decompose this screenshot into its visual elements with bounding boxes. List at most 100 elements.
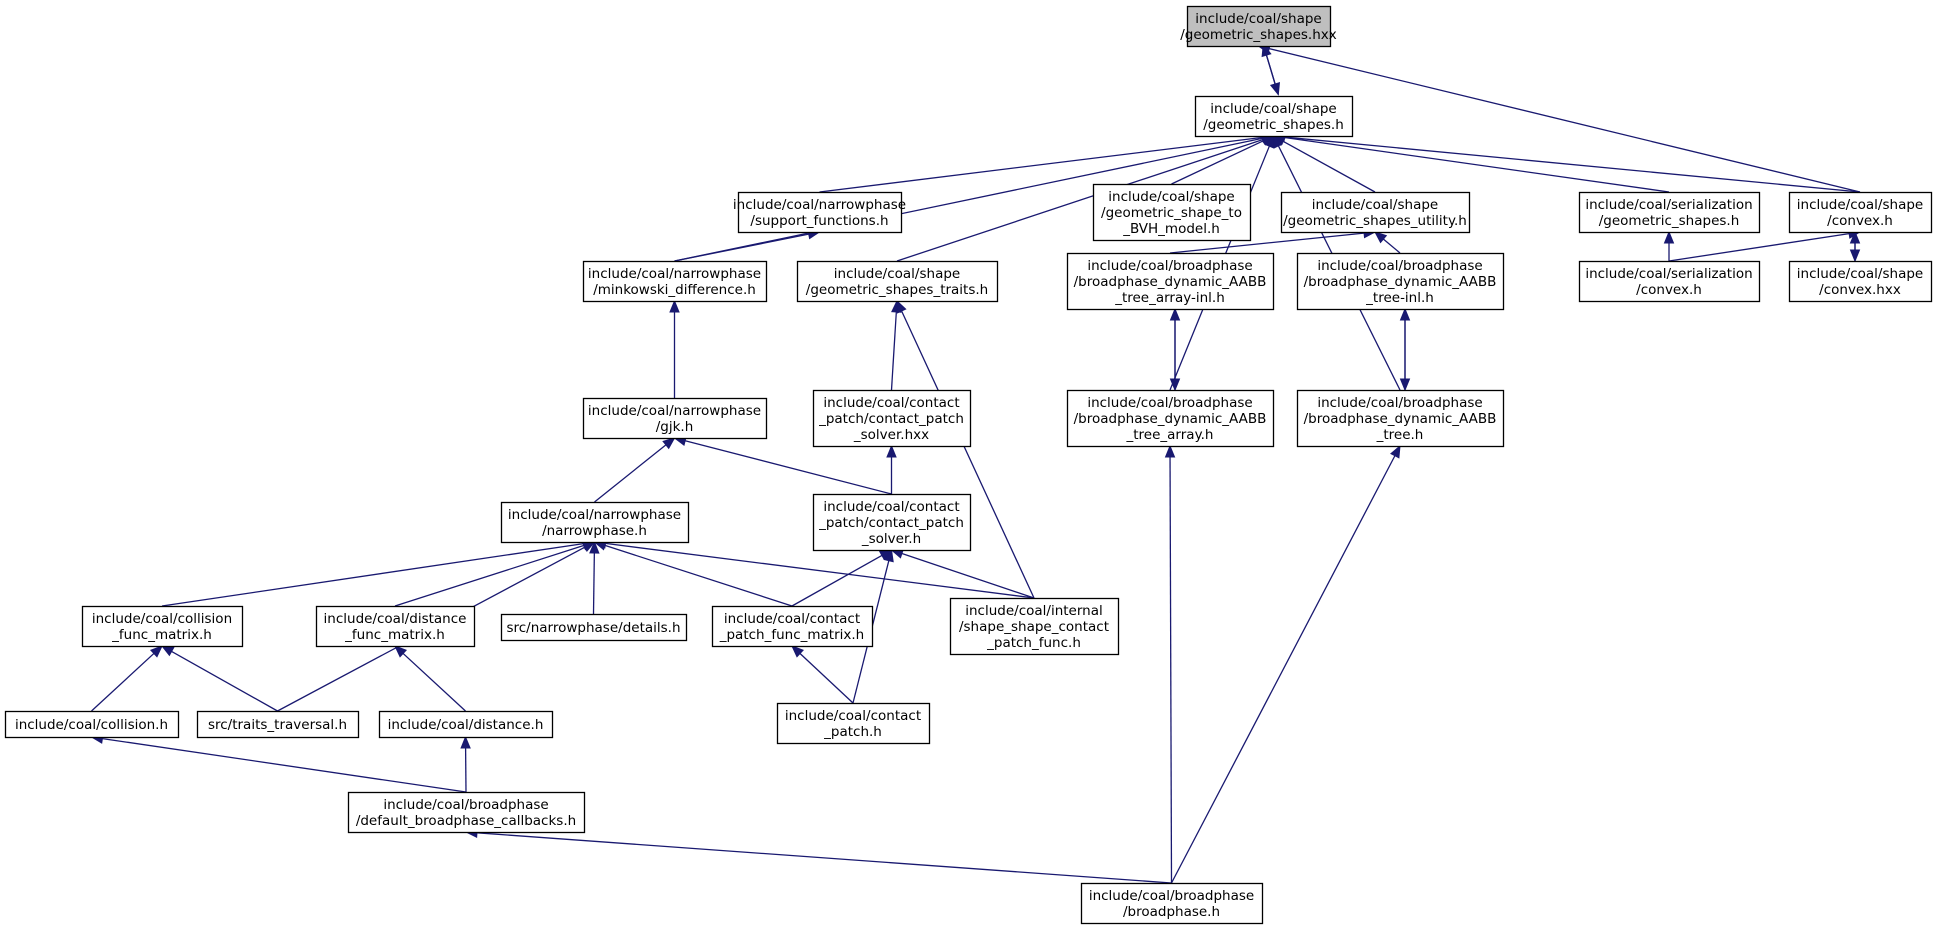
node-narrowphase-h[interactable]: include/coal/narrowphase/narrowphase.h — [500, 501, 690, 544]
node-label: include/coal/broadphase — [1087, 258, 1252, 274]
node-label: _BVH_model.h — [1122, 221, 1220, 237]
node-contact-patch-h[interactable]: include/coal/contact_patch.h — [776, 702, 931, 745]
arrow-head-icon — [886, 444, 897, 458]
arrow-head-icon — [160, 645, 175, 657]
node-label: /geometric_shapes.hxx — [1180, 27, 1337, 43]
edge-distance-func-matrix-h-to-narrowphase-h — [394, 540, 596, 607]
node-gjk-h[interactable]: include/coal/narrowphase/gjk.h — [582, 397, 768, 440]
arrow-head-icon — [1272, 134, 1284, 149]
edge-distance-h-to-distance-func-matrix-h — [394, 645, 466, 712]
node-label: /support_functions.h — [750, 213, 888, 229]
node-label: include/coal/narrowphase — [588, 403, 761, 419]
node-label: include/coal/contact — [823, 395, 959, 411]
node-label: _func_matrix.h — [344, 627, 445, 643]
node-label: include/coal/shape — [1195, 11, 1321, 27]
node-label: _solver.h — [861, 531, 921, 547]
node-label: include/coal/broadphase — [1089, 888, 1254, 904]
node-label: include/coal/shape — [834, 266, 960, 282]
node-box — [949, 597, 1120, 656]
node-label: /convex.h — [1827, 213, 1893, 229]
node-serialization-geometric-shapes-h[interactable]: include/coal/serialization/geometric_sha… — [1578, 191, 1761, 234]
edge-contact-patch-solver-hxx-to-geometric-shapes-traits-h — [890, 299, 902, 391]
node-geometric-shapes-traits-h[interactable]: include/coal/shape/geometric_shapes_trai… — [796, 260, 999, 303]
node-label: _solver.hxx — [853, 427, 929, 443]
node-label: include/coal/serialization — [1585, 266, 1752, 282]
node-convex-h[interactable]: include/coal/shape/convex.h — [1788, 191, 1933, 234]
arrow-head-icon — [669, 299, 680, 313]
edge-convex-h-to-convex-hxx — [1849, 232, 1861, 263]
node-box — [812, 389, 972, 448]
edge-narrowphase-h-to-gjk-h — [594, 437, 676, 503]
node-box — [1194, 95, 1354, 138]
edge-broadphase-h-to-broadphase-dynamic-aabb-tree-array-h — [1164, 444, 1176, 884]
node-label: /minkowski_difference.h — [593, 282, 756, 298]
node-geometric-shapes-hxx[interactable]: include/coal/shape/geometric_shapes.hxx — [1180, 5, 1337, 48]
node-distance-h[interactable]: include/coal/distance.h — [378, 710, 554, 739]
edge-shape-shape-contact-patch-func-h-to-contact-patch-solver-h — [890, 548, 1035, 599]
edge-details-h-to-narrowphase-h — [589, 540, 600, 615]
edge-collision-func-matrix-h-to-narrowphase-h — [161, 538, 596, 607]
node-broadphase-dynamic-aabb-tree-inl-h[interactable]: include/coal/broadphase/broadphase_dynam… — [1296, 252, 1505, 311]
node-contact-patch-solver-hxx[interactable]: include/coal/contact_patch/contact_patch… — [812, 389, 972, 448]
node-label: include/coal/internal — [965, 603, 1103, 619]
node-serialization-convex-h[interactable]: include/coal/serialization/convex.h — [1578, 260, 1761, 303]
node-minkowski-difference-h[interactable]: include/coal/narrowphase/minkowski_diffe… — [582, 260, 768, 303]
edge-broadphase-h-to-broadphase-dynamic-aabb-tree-h — [1170, 444, 1401, 884]
node-box — [812, 493, 972, 552]
arrow-head-icon — [149, 645, 163, 658]
node-box — [711, 605, 874, 648]
node-label: include/coal/shape — [1312, 197, 1438, 213]
node-label: _tree.h — [1376, 427, 1424, 443]
node-collision-h[interactable]: include/coal/collision.h — [4, 710, 180, 739]
edge-serialization-convex-h-to-convex-h — [1668, 228, 1862, 262]
node-label: _patch_func_matrix.h — [719, 627, 865, 643]
node-support-functions-h[interactable]: include/coal/narrowphase/support_functio… — [733, 191, 906, 234]
arrow-head-icon — [883, 548, 894, 563]
node-box — [1578, 191, 1761, 234]
node-geometric-shapes-h[interactable]: include/coal/shape/geometric_shapes.h — [1194, 95, 1354, 138]
node-contact-patch-solver-h[interactable]: include/coal/contact_patch/contact_patch… — [812, 493, 972, 552]
node-box — [500, 613, 688, 642]
node-distance-func-matrix-h[interactable]: include/coal/distance_func_matrix.h — [315, 605, 476, 648]
node-broadphase-dynamic-aabb-tree-array-h[interactable]: include/coal/broadphase/broadphase_dynam… — [1066, 389, 1275, 448]
node-geometric-shapes-utility-h[interactable]: include/coal/shape/geometric_shapes_util… — [1280, 191, 1471, 234]
node-shape-shape-contact-patch-func-h[interactable]: include/coal/internal/shape_shape_contac… — [949, 597, 1120, 656]
node-label: include/coal/broadphase — [383, 797, 548, 813]
node-collision-func-matrix-h[interactable]: include/coal/collision_func_matrix.h — [81, 605, 244, 648]
arrow-head-icon — [1169, 378, 1181, 392]
node-details-h[interactable]: src/narrowphase/details.h — [500, 613, 688, 642]
node-label: _patch/contact_patch — [818, 411, 964, 427]
arrow-head-icon — [662, 437, 676, 450]
node-traits-traversal-h[interactable]: src/traits_traversal.h — [196, 710, 360, 739]
node-label: include/coal/narrowphase — [508, 507, 681, 523]
node-label: include/coal/shape — [1108, 189, 1234, 205]
node-broadphase-dynamic-aabb-tree-array-inl-h[interactable]: include/coal/broadphase/broadphase_dynam… — [1066, 252, 1275, 311]
arrow-head-icon — [1663, 230, 1675, 244]
node-broadphase-dynamic-aabb-tree-h[interactable]: include/coal/broadphase/broadphase_dynam… — [1296, 389, 1505, 448]
node-default-broadphase-callbacks-h[interactable]: include/coal/broadphase/default_broadpha… — [347, 791, 586, 834]
node-contact-patch-func-matrix-h[interactable]: include/coal/contact_patch_func_matrix.h — [711, 605, 874, 648]
node-box — [582, 260, 768, 303]
node-label: include/coal/narrowphase — [588, 266, 761, 282]
node-convex-hxx[interactable]: include/coal/shape/convex.hxx — [1788, 260, 1933, 303]
arrow-head-icon — [589, 540, 600, 554]
arrow-head-icon — [1269, 82, 1281, 96]
node-box — [737, 191, 903, 234]
arrow-head-icon — [460, 735, 471, 749]
edge-default-broadphase-callbacks-h-to-distance-h — [460, 735, 471, 793]
node-box — [1092, 183, 1252, 242]
arrow-head-icon — [394, 645, 408, 658]
edge-contact-patch-h-to-contact-patch-func-matrix-h — [791, 645, 854, 704]
node-label: include/coal/contact — [823, 499, 959, 515]
arrow-head-icon — [896, 299, 907, 314]
edge-serialization-convex-h-to-serialization-geometric-shapes-h — [1663, 230, 1675, 261]
node-geometric-shape-to-bvh-model-h[interactable]: include/coal/shape/geometric_shape_to_BV… — [1092, 183, 1252, 242]
arrow-head-icon — [1164, 444, 1176, 458]
node-broadphase-h[interactable]: include/coal/broadphase/broadphase.h — [1080, 882, 1264, 925]
node-label: /convex.hxx — [1819, 282, 1901, 298]
node-box — [1280, 191, 1471, 234]
node-label: /broadphase_dynamic_AABB — [1074, 274, 1267, 290]
node-label: /geometric_shape_to — [1101, 205, 1242, 221]
node-box — [1080, 882, 1264, 925]
